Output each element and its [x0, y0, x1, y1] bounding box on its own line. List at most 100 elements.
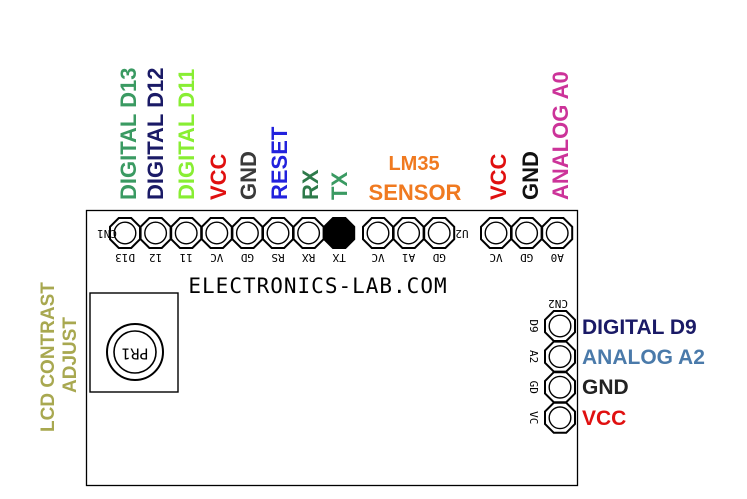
cn3-label-gnd: GND — [518, 151, 543, 200]
cn2-pin-4-ring — [548, 406, 572, 430]
cn1-header — [109, 217, 356, 249]
brand-silkscreen: ELECTRONICS-LAB.COM — [188, 274, 447, 298]
cn1-pin-name-7-group: RX — [302, 251, 316, 264]
cn1-pin-5-ring — [235, 221, 259, 245]
cn1-pin-name-4: VC — [210, 251, 223, 264]
cn2-pin-name-group-3: GD — [527, 381, 540, 394]
cn1-label-tx: TX — [327, 172, 352, 200]
cn3-pin-name-3-group: A0 — [551, 251, 564, 264]
cn3-pin-name-3: A0 — [551, 251, 564, 264]
cn2-designator: CN2 — [548, 297, 568, 310]
cn1-label-rx: RX — [298, 169, 323, 200]
cn1-pin-2-ring — [144, 221, 168, 245]
cn1-pin-name-4-group: VC — [210, 251, 223, 264]
pr1-inner-ring — [113, 330, 157, 374]
label-analog-a0: ANALOG A0 — [548, 71, 573, 200]
cn1-silk: CN1 — [97, 227, 117, 240]
label-cn3-gnd: GND — [518, 151, 543, 200]
u2-pin-names: VC A1 GD — [371, 251, 445, 264]
u2-pin-name-1: VC — [371, 251, 384, 264]
sensor-label-line2: SENSOR — [369, 180, 462, 205]
label-tx: TX — [327, 172, 352, 200]
cn2-pin-1-ring — [548, 314, 572, 338]
cn3-pin-name-2-group: GD — [520, 251, 533, 264]
label-digital-d11: DIGITAL D11 — [174, 69, 199, 200]
label-cn3-vcc: VCC — [486, 153, 511, 200]
cn1-pin-name-6: RS — [271, 251, 284, 264]
cn1-pin-4-ring — [205, 221, 229, 245]
adjust-label: ADJUST — [60, 317, 81, 393]
cn3-pin-name-1: VC — [489, 251, 502, 264]
cn3-pin-name-1-group: VC — [489, 251, 502, 264]
label-lcd-contrast: LCD CONTRAST — [38, 282, 59, 432]
cn1-pin-name-2-group: 12 — [149, 251, 162, 264]
cn2-pin-name-4: VC — [527, 411, 540, 424]
cn1-pin-name-3: 11 — [180, 251, 193, 264]
cn1-label-d11: DIGITAL D11 — [174, 69, 199, 200]
cn3-pin-3-ring — [545, 221, 569, 245]
cn1-pin-3-ring — [174, 221, 198, 245]
cn2-pin-name-group-2: A2 — [527, 350, 540, 363]
u2-pin-2-ring — [397, 221, 421, 245]
cn1-pin-name-8-group: TX — [332, 251, 346, 264]
cn1-pin-name-8: TX — [332, 251, 346, 264]
u2-pin-name-3-group: GD — [433, 251, 446, 264]
cn1-designator: CN1 — [97, 227, 117, 240]
pr1-designator: PR1 — [121, 345, 148, 363]
cn2-header — [544, 310, 576, 434]
cn1-pin-names: D13 12 11 VC GD RS RX TX — [115, 251, 346, 264]
u2-designator: U2 — [455, 227, 468, 240]
u2-pin-name-2-group: A1 — [402, 251, 415, 264]
cn1-pin-1-ring — [113, 221, 137, 245]
cn3-pin-1-ring — [484, 221, 508, 245]
cn1-pin-name-2: 12 — [149, 251, 162, 264]
cn2-pin-name-3: GD — [527, 381, 540, 394]
u2-header — [362, 217, 456, 249]
label-digital-d12: DIGITAL D12 — [143, 68, 168, 200]
cn2-silk: CN2 — [548, 297, 568, 310]
cn1-label-d13: DIGITAL D13 — [116, 68, 141, 200]
cn1-pin-7-ring — [297, 221, 321, 245]
label-reset: RESET — [267, 126, 292, 200]
label-gnd: GND — [236, 151, 261, 200]
cn3-pin-names: VC GD A0 — [489, 251, 563, 264]
cn1-pin-name-7: RX — [302, 251, 316, 264]
cn1-pin-6-ring — [266, 221, 290, 245]
label-vcc: VCC — [206, 153, 231, 200]
label-right-vcc: VCC — [582, 407, 626, 430]
cn3-pin-2-ring — [515, 221, 539, 245]
u2-silk: U2 — [455, 227, 468, 240]
cn1-label-d12: DIGITAL D12 — [143, 68, 168, 200]
cn1-label-vcc: VCC — [206, 153, 231, 200]
cn1-pin-name-1: D13 — [115, 251, 135, 264]
cn1-label-reset: RESET — [267, 126, 292, 200]
label-analog-a2: ANALOG A2 — [582, 346, 705, 369]
cn3-header — [480, 217, 574, 249]
cn2-pin-name-group-4: VC — [527, 411, 540, 424]
u2-pin-1-ring — [366, 221, 390, 245]
cn2-pin-name-1: D9 — [527, 319, 540, 332]
label-right-gnd: GND — [582, 376, 629, 399]
label-adjust: ADJUST — [60, 317, 81, 393]
cn2-pin-name-group-1: D9 — [527, 319, 540, 332]
label-digital-d13: DIGITAL D13 — [116, 68, 141, 200]
cn3-label-a0: ANALOG A0 — [548, 71, 573, 200]
cn1-pin-name-5-group: GD — [241, 251, 254, 264]
cn2-pin-3-ring — [548, 375, 572, 399]
sensor-label-line1: LM35 — [388, 153, 439, 175]
cn3-label-vcc: VCC — [486, 153, 511, 200]
u2-pin-name-2: A1 — [402, 251, 415, 264]
label-digital-d9: DIGITAL D9 — [582, 316, 697, 339]
label-rx: RX — [298, 169, 323, 200]
cn3-pin-name-2: GD — [520, 251, 533, 264]
cn1-pin-8 — [323, 217, 356, 249]
cn1-pin-name-6-group: RS — [271, 251, 284, 264]
cn1-pin-name-5: GD — [241, 251, 254, 264]
pr1-silk: PR1 — [121, 345, 148, 363]
u2-pin-name-3: GD — [433, 251, 446, 264]
cn2-pin-name-2: A2 — [527, 350, 540, 363]
cn1-pin-name-1-group: D13 — [115, 251, 135, 264]
cn2-pin-2-ring — [548, 345, 572, 369]
